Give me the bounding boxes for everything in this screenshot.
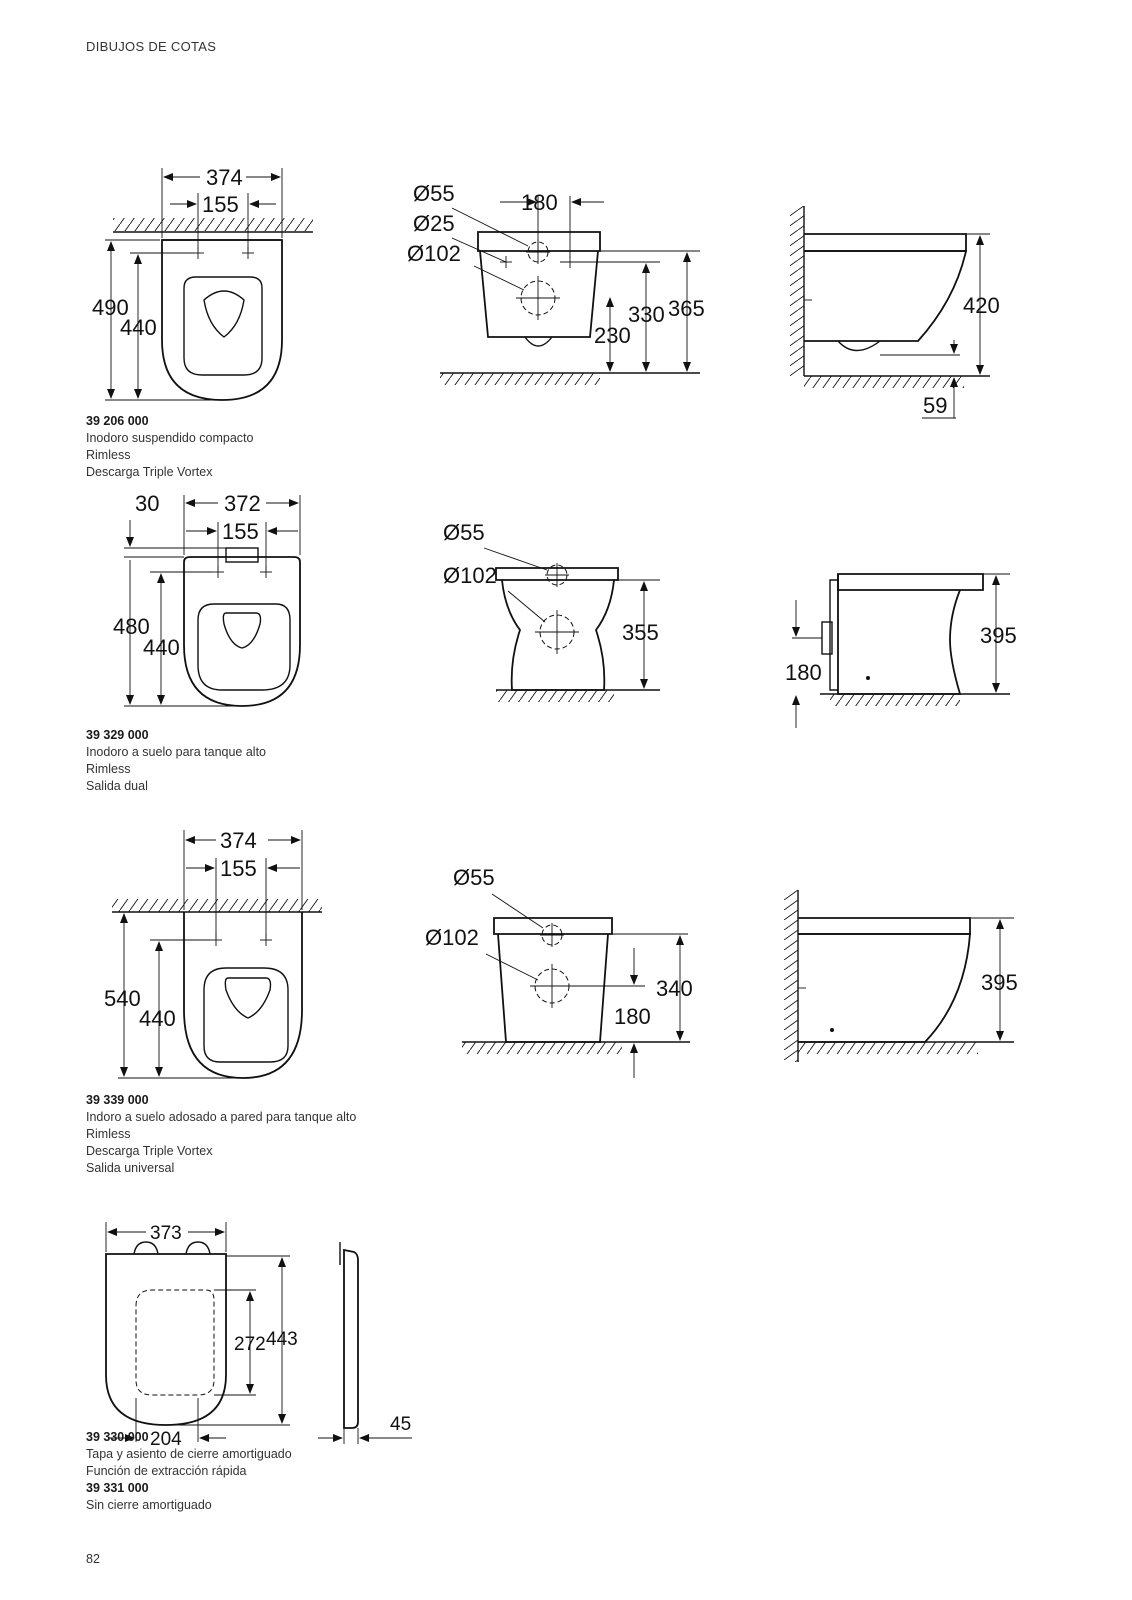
p2-dim-440: 440 bbox=[143, 635, 180, 660]
product-1-line-1: Inodoro suspendido compacto bbox=[86, 431, 254, 445]
p1-dim-155: 155 bbox=[202, 192, 239, 217]
product-4-top-view: 373 272 443 204 bbox=[105, 1222, 298, 1450]
product-3-line-4: Salida universal bbox=[86, 1161, 175, 1175]
product-1-side-view: 420 59 bbox=[790, 206, 1000, 419]
product-3-line-1: Indoro a suelo adosado a pared para tanq… bbox=[86, 1110, 357, 1124]
product-3-top-view: 374 155 540 440 bbox=[104, 828, 322, 1079]
product-4-caption: 39 330 000 Tapa y asiento de cierre amor… bbox=[86, 1429, 292, 1514]
p4-dim-272: 272 bbox=[234, 1334, 266, 1355]
p1-dim-365: 365 bbox=[668, 296, 705, 321]
p1-dim-330: 330 bbox=[628, 302, 665, 327]
p1-dim-230: 230 bbox=[594, 323, 631, 348]
p2-dim-30: 30 bbox=[135, 491, 159, 516]
p3-dim-395: 395 bbox=[981, 970, 1018, 995]
product-3-line-2: Rimless bbox=[86, 1127, 131, 1141]
product-1-line-3: Descarga Triple Vortex bbox=[86, 465, 213, 479]
p4-dim-373: 373 bbox=[150, 1223, 182, 1244]
product-2-line-3: Salida dual bbox=[86, 779, 148, 793]
p3-dim-180: 180 bbox=[614, 1004, 651, 1029]
p1-dim-d25: Ø25 bbox=[413, 211, 455, 236]
p2-dim-480: 480 bbox=[113, 614, 150, 639]
product-3-code: 39 339 000 bbox=[86, 1093, 149, 1107]
p2-dim-372: 372 bbox=[224, 491, 261, 516]
product-4-line-3: Sin cierre amortiguado bbox=[86, 1498, 212, 1512]
product-2-line-2: Rimless bbox=[86, 762, 131, 776]
p2-dim-355: 355 bbox=[622, 620, 659, 645]
p2-dim-155: 155 bbox=[222, 519, 259, 544]
product-2-line-1: Inodoro a suelo para tanque alto bbox=[86, 745, 266, 759]
p1-dim-180: 180 bbox=[521, 190, 558, 215]
product-1-line-2: Rimless bbox=[86, 448, 131, 462]
p1-dim-374: 374 bbox=[206, 165, 243, 190]
p4-dim-45: 45 bbox=[390, 1414, 411, 1435]
product-3-side-view: 395 bbox=[784, 890, 1018, 1062]
product-1-caption: 39 206 000 Inodoro suspendido compacto R… bbox=[86, 413, 253, 481]
p4-dim-443: 443 bbox=[266, 1329, 298, 1350]
p2-dim-180: 180 bbox=[785, 660, 822, 685]
product-2-front-view: Ø55 Ø102 355 bbox=[443, 520, 660, 702]
p1-dim-420: 420 bbox=[963, 293, 1000, 318]
product-3-line-3: Descarga Triple Vortex bbox=[86, 1144, 213, 1158]
p1-dim-d102: Ø102 bbox=[407, 241, 461, 266]
product-4-line-1: Tapa y asiento de cierre amortiguado bbox=[86, 1447, 292, 1461]
product-3-caption: 39 339 000 Indoro a suelo adosado a pare… bbox=[86, 1092, 356, 1177]
p2-dim-395: 395 bbox=[980, 623, 1017, 648]
p2-dim-d102: Ø102 bbox=[443, 563, 497, 588]
p1-dim-490: 490 bbox=[92, 295, 129, 320]
product-2-side-view: 395 180 bbox=[785, 573, 1017, 728]
product-4-side-view: 45 bbox=[318, 1242, 412, 1444]
product-2-top-view: 372 155 30 480 440 bbox=[113, 491, 301, 707]
p3-dim-440: 440 bbox=[139, 1006, 176, 1031]
p3-dim-374: 374 bbox=[220, 828, 257, 853]
page-number: 82 bbox=[86, 1552, 100, 1566]
product-1-top-view: 374 155 490 440 bbox=[92, 165, 313, 401]
p1-dim-59: 59 bbox=[923, 393, 947, 418]
product-2-caption: 39 329 000 Inodoro a suelo para tanque a… bbox=[86, 727, 266, 795]
p3-dim-340: 340 bbox=[656, 976, 693, 1001]
p4-dim-204: 204 bbox=[150, 1429, 182, 1450]
p3-dim-d102: Ø102 bbox=[425, 925, 479, 950]
p3-dim-155: 155 bbox=[220, 856, 257, 881]
product-1-code: 39 206 000 bbox=[86, 414, 149, 428]
product-4-code: 39 330 000 bbox=[86, 1430, 149, 1444]
product-2-code: 39 329 000 bbox=[86, 728, 149, 742]
page-header: DIBUJOS DE COTAS bbox=[86, 39, 217, 54]
product-3-front-view: Ø55 Ø102 340 180 bbox=[425, 865, 693, 1078]
product-4-line-2: Función de extracción rápida bbox=[86, 1464, 247, 1478]
product-1-front-view: Ø55 Ø25 Ø102 180 230 330 365 bbox=[407, 181, 705, 385]
product-4-code-2: 39 331 000 bbox=[86, 1481, 149, 1495]
p3-dim-d55: Ø55 bbox=[453, 865, 495, 890]
p2-dim-d55: Ø55 bbox=[443, 520, 485, 545]
p1-dim-d55: Ø55 bbox=[413, 181, 455, 206]
p1-dim-440: 440 bbox=[120, 315, 157, 340]
p3-dim-540: 540 bbox=[104, 986, 141, 1011]
